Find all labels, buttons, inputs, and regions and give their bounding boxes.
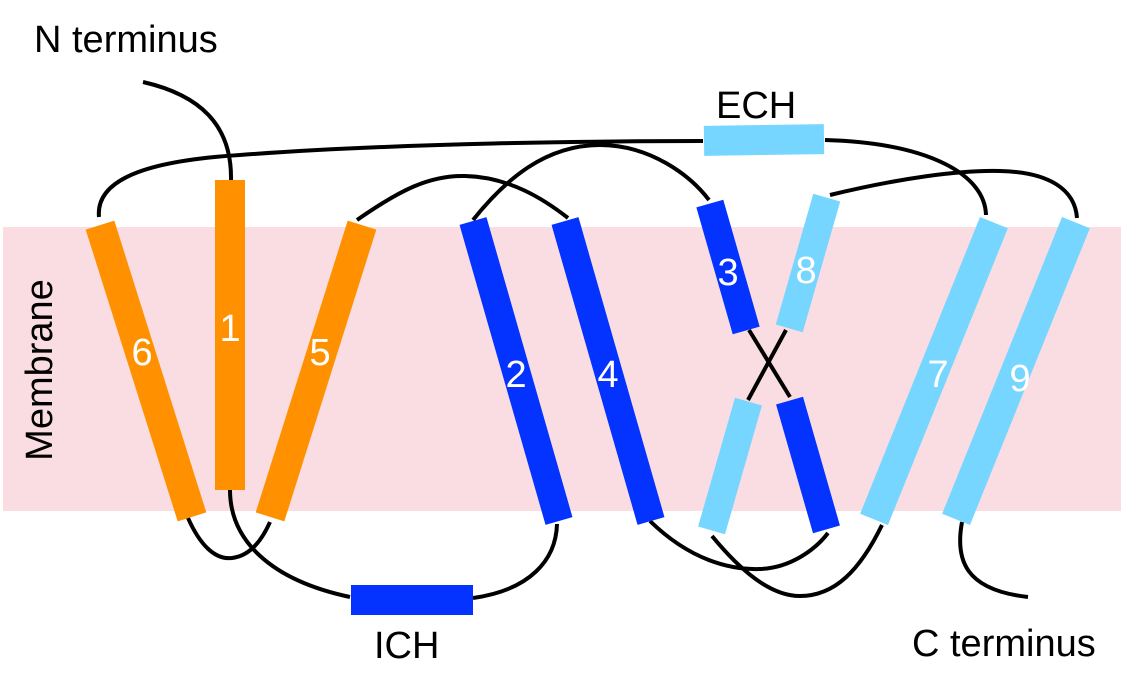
ich-helix <box>351 585 473 615</box>
helix-7: 7 <box>860 217 1008 525</box>
helix-4-bar <box>551 217 665 525</box>
membrane-label: Membrane <box>19 279 61 461</box>
helix-8-upper: 8 <box>775 193 841 333</box>
helix-3-lower-bar <box>776 396 840 534</box>
helix-3-lower <box>776 396 840 534</box>
loop-h2-to-h3 <box>471 142 711 222</box>
helix-9-bar <box>942 217 1090 525</box>
ech-helix <box>703 124 825 156</box>
helix-6-label: 6 <box>131 332 152 374</box>
helix-4-label: 4 <box>597 354 618 396</box>
helix-5-bar <box>255 220 377 522</box>
helix-3-upper: 3 <box>696 199 760 335</box>
helix-3-label: 3 <box>717 252 738 294</box>
helix-8-lower <box>698 397 762 535</box>
loop-h8-bottom-to-h7 <box>710 524 884 599</box>
loop-h6-to-h5-bottom <box>186 517 272 561</box>
ich-label: ICH <box>374 625 439 667</box>
helix-1-label: 1 <box>219 308 240 350</box>
helix-7-label: 7 <box>927 354 948 396</box>
helix-8-lower-bar <box>698 397 762 535</box>
c-terminus-label: C terminus <box>912 623 1096 665</box>
helix-1: 1 <box>215 180 245 490</box>
loop-h5-to-h4 <box>355 173 570 222</box>
helix-8-upper-bar <box>775 193 841 333</box>
helix-1-bar <box>215 180 245 490</box>
loop-h4-to-h3-bottom <box>648 519 830 572</box>
helix-2-label: 2 <box>505 354 526 396</box>
helix-2: 2 <box>459 217 573 525</box>
loop-ich-to-h2 <box>472 523 559 600</box>
loop-h9-to-c-terminus <box>958 521 1029 599</box>
ech-label: ECH <box>716 85 796 127</box>
n-terminus-label: N terminus <box>34 19 218 61</box>
helix-9: 9 <box>942 217 1090 525</box>
helix-3-upper-bar <box>696 199 760 335</box>
helix-8-label: 8 <box>795 250 816 292</box>
loop-h1-to-ich <box>228 489 351 599</box>
loop-h6-to-ech <box>96 139 704 218</box>
loop-h8-to-h9 <box>829 168 1079 219</box>
helix-5-label: 5 <box>309 332 330 374</box>
helix-6: 6 <box>85 220 207 522</box>
helix-5: 5 <box>255 220 377 522</box>
helix-2-bar <box>459 217 573 525</box>
loop-h8-to-lower-h8 <box>746 329 788 401</box>
loops <box>96 80 1079 600</box>
helix-9-label: 9 <box>1009 358 1030 400</box>
loop-n-terminus-to-h1 <box>142 80 234 181</box>
helix-6-bar <box>85 220 207 522</box>
loop-ech-to-h7 <box>824 138 988 216</box>
helix-7-bar <box>860 217 1008 525</box>
helix-4: 4 <box>551 217 665 525</box>
